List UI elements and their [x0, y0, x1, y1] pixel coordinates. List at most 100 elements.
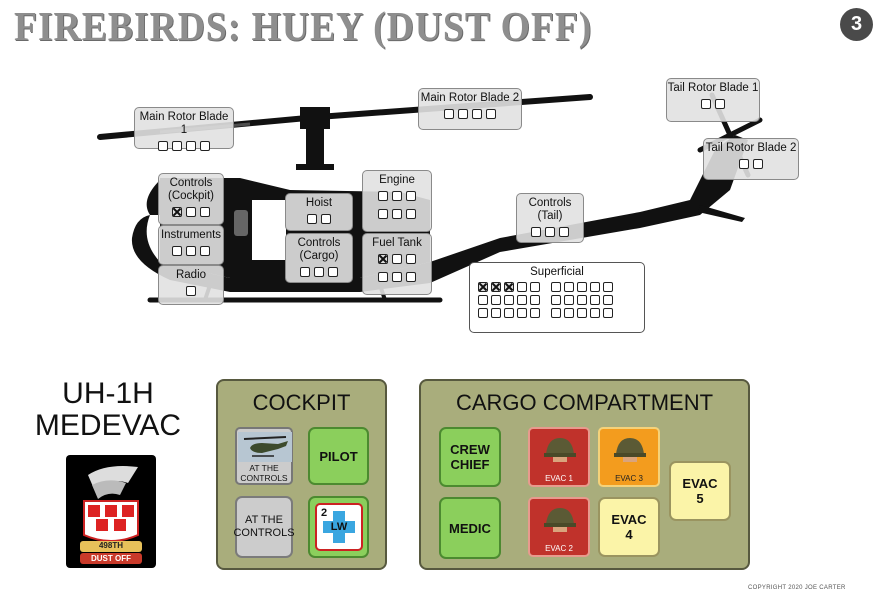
- pilot-slot[interactable]: PILOT: [308, 427, 369, 485]
- damage-checkbox[interactable]: [603, 282, 613, 292]
- damage-checkbox[interactable]: [577, 308, 587, 318]
- damage-checkbox[interactable]: [200, 207, 210, 217]
- damage-checkbox[interactable]: [564, 308, 574, 318]
- damage-checkbox-marked[interactable]: [378, 254, 388, 264]
- damage-checkbox[interactable]: [200, 141, 210, 151]
- controls-cockpit-label: Controls (Cockpit): [167, 177, 214, 202]
- evac-2-token[interactable]: EVAC 2: [528, 497, 590, 557]
- damage-checkbox[interactable]: [504, 295, 514, 305]
- controls-tail-box: Controls (Tail): [516, 193, 584, 243]
- helicopter-icon: [238, 432, 292, 462]
- damage-checkbox[interactable]: [406, 272, 416, 282]
- damage-checkbox[interactable]: [307, 214, 317, 224]
- damage-checkbox[interactable]: [392, 191, 402, 201]
- damage-checkbox[interactable]: [564, 282, 574, 292]
- damage-checkbox[interactable]: [321, 214, 331, 224]
- damage-checkbox[interactable]: [590, 282, 600, 292]
- damage-checkbox[interactable]: [590, 308, 600, 318]
- damage-checkbox-marked[interactable]: [504, 282, 514, 292]
- damage-checkbox[interactable]: [715, 99, 725, 109]
- radio-box: Radio: [158, 265, 224, 305]
- damage-checkbox[interactable]: [186, 246, 196, 256]
- damage-checkbox[interactable]: [551, 295, 561, 305]
- damage-checkbox[interactable]: [530, 282, 540, 292]
- evac-4-slot[interactable]: EVAC 4: [598, 497, 660, 557]
- damage-checkbox[interactable]: [392, 209, 402, 219]
- damage-checkbox[interactable]: [517, 295, 527, 305]
- evac-1-token[interactable]: EVAC 1: [528, 427, 590, 487]
- damage-checkbox[interactable]: [517, 282, 527, 292]
- damage-checkbox[interactable]: [551, 308, 561, 318]
- damage-checkbox[interactable]: [590, 295, 600, 305]
- damage-checkbox[interactable]: [504, 308, 514, 318]
- damage-checkbox[interactable]: [406, 209, 416, 219]
- engine-label: Engine: [379, 174, 415, 186]
- damage-checkbox[interactable]: [491, 295, 501, 305]
- medic-slot[interactable]: MEDIC: [439, 497, 501, 559]
- damage-checkbox[interactable]: [603, 295, 613, 305]
- damage-checkbox[interactable]: [458, 109, 468, 119]
- damage-checkbox[interactable]: [378, 272, 388, 282]
- damage-checkbox[interactable]: [472, 109, 482, 119]
- lw-label: LW: [330, 521, 348, 533]
- damage-checkbox[interactable]: [559, 227, 569, 237]
- damage-checkbox[interactable]: [530, 295, 540, 305]
- damage-checkbox-marked[interactable]: [478, 282, 488, 292]
- damage-checkbox[interactable]: [314, 267, 324, 277]
- damage-checkbox[interactable]: [392, 272, 402, 282]
- damage-checkbox[interactable]: [186, 286, 196, 296]
- copilot-slot[interactable]: 2 LW: [308, 496, 369, 558]
- damage-checkbox[interactable]: [478, 308, 488, 318]
- page-number-badge: 3: [840, 8, 873, 41]
- at-the-controls-slot[interactable]: AT THE CONTROLS: [233, 496, 295, 558]
- lw-token[interactable]: 2 LW: [315, 503, 363, 551]
- damage-checkbox[interactable]: [564, 295, 574, 305]
- damage-checkbox[interactable]: [300, 267, 310, 277]
- engine-box: Engine: [362, 170, 432, 232]
- damage-checkbox[interactable]: [530, 308, 540, 318]
- damage-checkbox[interactable]: [406, 191, 416, 201]
- damage-checkbox[interactable]: [172, 246, 182, 256]
- soldier-helmet-icon: [544, 438, 576, 462]
- damage-checkbox[interactable]: [551, 282, 561, 292]
- damage-checkbox[interactable]: [517, 308, 527, 318]
- damage-checkbox[interactable]: [491, 308, 501, 318]
- damage-checkbox-marked[interactable]: [172, 207, 182, 217]
- evac-5-slot[interactable]: EVAC 5: [669, 461, 731, 521]
- damage-checkbox[interactable]: [328, 267, 338, 277]
- damage-checkbox[interactable]: [406, 254, 416, 264]
- damage-checkbox[interactable]: [577, 295, 587, 305]
- tail-rotor-blade-1-label: Tail Rotor Blade 1: [667, 82, 759, 94]
- damage-checkbox[interactable]: [378, 209, 388, 219]
- superficial-label: Superficial: [530, 266, 584, 278]
- copyright-notice: COPYRIGHT 2020 JOE CARTER: [748, 585, 846, 591]
- damage-checkbox-marked[interactable]: [491, 282, 501, 292]
- cargo-title: CARGO COMPARTMENT: [455, 390, 714, 415]
- damage-checkbox[interactable]: [603, 308, 613, 318]
- medical-cross-icon: [323, 511, 355, 543]
- damage-checkbox[interactable]: [200, 246, 210, 256]
- damage-checkbox[interactable]: [531, 227, 541, 237]
- damage-checkbox[interactable]: [172, 141, 182, 151]
- damage-checkbox[interactable]: [186, 141, 196, 151]
- controls-cockpit-box: Controls (Cockpit): [158, 173, 224, 225]
- insignia-motto-text: DUST OFF: [91, 554, 131, 563]
- damage-checkbox[interactable]: [701, 99, 711, 109]
- crew-chief-slot[interactable]: CREW CHIEF: [439, 427, 501, 487]
- damage-checkbox[interactable]: [392, 254, 402, 264]
- damage-checkbox[interactable]: [186, 207, 196, 217]
- hoist-label: Hoist: [305, 197, 333, 209]
- instruments-box: Instruments: [158, 225, 224, 265]
- damage-checkbox[interactable]: [753, 159, 763, 169]
- damage-checkbox[interactable]: [739, 159, 749, 169]
- damage-checkbox[interactable]: [486, 109, 496, 119]
- at-the-controls-token[interactable]: AT THE CONTROLS: [235, 427, 293, 485]
- damage-checkbox[interactable]: [478, 295, 488, 305]
- evac-3-token[interactable]: EVAC 3: [598, 427, 660, 487]
- damage-checkbox[interactable]: [158, 141, 168, 151]
- damage-checkbox[interactable]: [545, 227, 555, 237]
- damage-checkbox[interactable]: [577, 282, 587, 292]
- page-title: FIREBIRDS: HUEY (DUST OFF): [14, 3, 593, 49]
- damage-checkbox[interactable]: [378, 191, 388, 201]
- damage-checkbox[interactable]: [444, 109, 454, 119]
